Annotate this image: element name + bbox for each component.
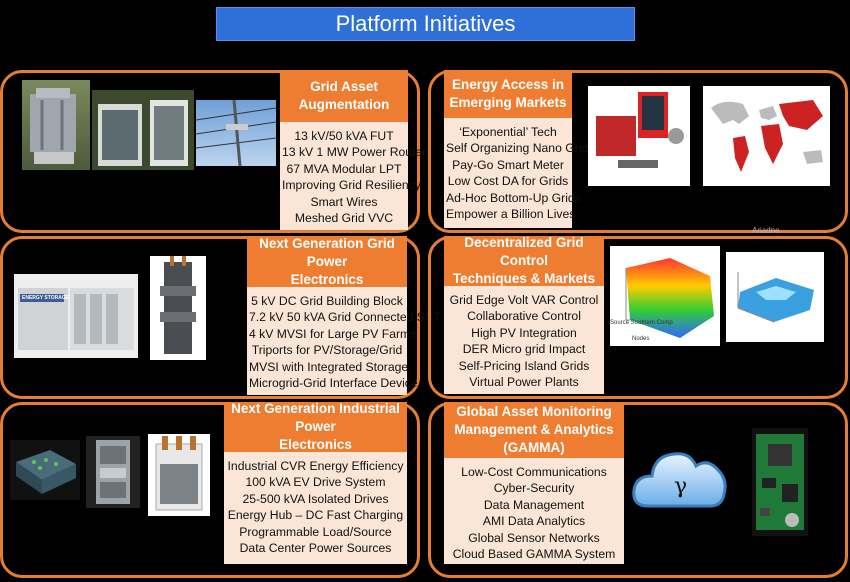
sst-module-photo xyxy=(150,256,206,360)
list-item: Virtual Power Plants xyxy=(469,375,579,390)
header-line: Energy Access in xyxy=(451,77,565,92)
list-item: Cloud Based GAMMA System xyxy=(452,547,616,562)
list-item: Empower a Billion Lives xyxy=(446,207,576,222)
list-item: Ad-Hoc Bottom-Up Grids xyxy=(446,190,581,205)
list-item: Meshed Grid VVC xyxy=(294,211,394,226)
panel-grid-power-list: 5 kV DC Grid Building Block 7.2 kV 50 kV… xyxy=(247,287,441,395)
panel-industrial-power-list: Industrial CVR Energy Efficiency 100 kVA… xyxy=(224,452,407,564)
list-item: Microgrid-Grid Interface Device xyxy=(249,376,418,391)
header-line: Management & Analytics xyxy=(454,422,614,437)
list-item: DER Micro grid Impact xyxy=(462,342,586,357)
list-item: Data Center Power Sources xyxy=(239,541,392,556)
header-line: Electronics xyxy=(290,271,364,287)
list-item: 13 kV/50 kVA FUT xyxy=(294,129,394,143)
list-item: MVSI with Integrated Storage xyxy=(249,359,409,374)
list-item: Improving Grid Resiliency xyxy=(282,178,421,193)
header-line: Global Asset Monitoring xyxy=(456,404,612,419)
world-map xyxy=(703,86,830,186)
list-item: 13 kV 1 MW Power Router xyxy=(282,145,427,160)
cloud-symbol: γ xyxy=(674,474,688,499)
list-item: Low-Cost Communications xyxy=(461,465,607,479)
isolated-drive-photo xyxy=(148,434,210,516)
page-title: Platform Initiatives xyxy=(216,7,635,41)
header-line: Electronics xyxy=(279,437,352,452)
list-item: Self-Pricing Island Grids xyxy=(458,358,590,373)
smart-wires-photo xyxy=(196,100,276,166)
list-item: Smart Wires xyxy=(310,194,378,209)
energy-storage-photo: ENERGY STORAGE xyxy=(14,274,138,358)
header-line: Techniques & Markets xyxy=(452,271,596,286)
panel-gamma xyxy=(428,402,848,578)
surface-plot-blue xyxy=(726,252,824,342)
header-line: Decentralized Grid Control xyxy=(464,235,584,268)
list-item: Global Sensor Networks xyxy=(468,530,600,545)
panel-grid-control-list: Grid Edge Volt VAR Control Collaborative… xyxy=(444,286,604,394)
list-item: AMI Data Analytics xyxy=(482,514,586,529)
list-item: 5 kV DC Grid Building Block xyxy=(251,294,403,308)
header-line: Emerging Markets xyxy=(449,95,567,110)
panel-energy-access-header: Energy Access in Emerging Markets xyxy=(444,70,572,118)
header-line: (GAMMA) xyxy=(503,440,565,455)
list-item: Triports for PV/Storage/Grid xyxy=(251,343,403,358)
list-item: Data Management xyxy=(483,497,585,512)
list-item: Cyber-Security xyxy=(493,481,575,496)
list-item: Grid Edge Volt VAR Control xyxy=(449,293,599,307)
plot-source-label: Source Southern Comp xyxy=(610,320,673,326)
panel-energy-access-list: ‘Exponential’ Tech Self Organizing Nano … xyxy=(444,118,589,228)
drive-cabinet-photo xyxy=(86,436,140,508)
list-item: Pay-Go Smart Meter xyxy=(452,157,564,172)
list-item: 7.2 kV 50 kVA Grid Connected SST xyxy=(249,310,441,325)
inverter-board-photo xyxy=(10,440,80,500)
solar-kit-photo xyxy=(588,86,690,186)
panel-grid-asset-list: 13 kV/50 kVA FUT 13 kV 1 MW Power Router… xyxy=(280,122,427,230)
list-item: Low Cost DA for Grids xyxy=(447,174,569,189)
panel-energy-access xyxy=(428,70,848,233)
list-item: Energy Hub – DC Fast Charging xyxy=(227,508,404,523)
list-item: ‘Exponential’ Tech xyxy=(459,125,557,139)
list-item: 67 MVA Modular LPT xyxy=(286,161,402,176)
energy-storage-label: ENERGY STORAGE xyxy=(22,295,70,301)
list-item: Self Organizing Nano Grid xyxy=(446,141,589,156)
list-item: Industrial CVR Energy Efficiency xyxy=(227,459,404,473)
power-router-photo xyxy=(92,90,194,170)
list-item: Programmable Load/Source xyxy=(239,524,392,539)
voltage-surface-plot: Source Southern Comp Nodes xyxy=(610,246,720,346)
list-item: Collaborative Control xyxy=(467,309,581,324)
map-caption: Ariadne xyxy=(752,226,780,235)
panel-grid-control xyxy=(428,236,848,399)
header-line: Augmentation xyxy=(298,97,390,112)
header-line: Grid Asset xyxy=(310,79,378,94)
plot-axis-label: Nodes xyxy=(632,336,650,342)
list-item: 25-500 kVA Isolated Drives xyxy=(242,491,389,506)
panel-grid-power xyxy=(0,236,420,399)
panel-industrial-power xyxy=(0,402,420,578)
list-item: High PV Integration xyxy=(471,325,577,340)
list-item: 4 kV MVSI for Large PV Farms xyxy=(249,326,417,341)
header-line: Next Generation Industrial Power xyxy=(231,401,400,434)
panel-grid-asset xyxy=(0,70,420,233)
panel-gamma-list: Low-Cost Communications Cyber-Security D… xyxy=(444,458,624,564)
header-line: Next Generation Grid Power xyxy=(259,235,395,269)
sensor-board-photo xyxy=(752,428,808,536)
list-item: 100 kVA EV Drive System xyxy=(245,475,386,490)
cloud-icon: γ xyxy=(630,436,730,518)
transformer-photo xyxy=(22,80,90,170)
